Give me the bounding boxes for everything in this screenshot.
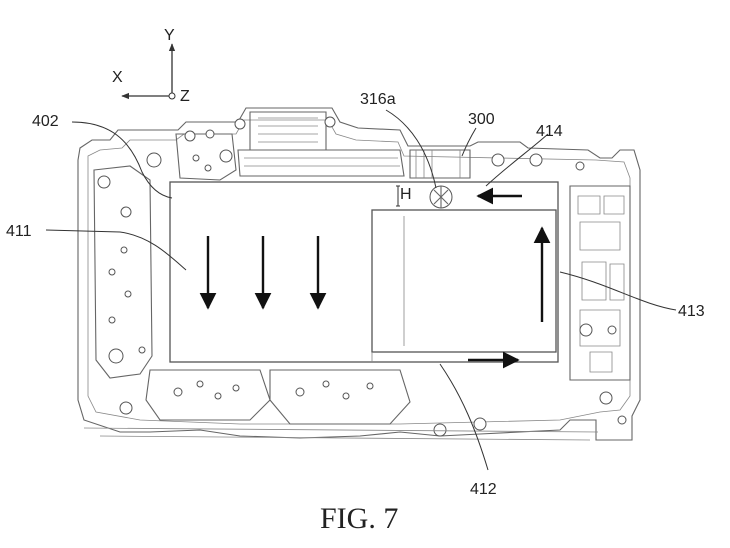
bottom-left-plate (145, 369, 271, 421)
z-axis-label: Z (180, 88, 190, 105)
label-300: 300 (468, 111, 495, 128)
right-board-hole-2 (607, 325, 617, 335)
right-board-hole-1 (579, 323, 593, 337)
housing-hole-3 (575, 161, 585, 171)
y-axis-label: Y (164, 27, 175, 44)
leader-413 (559, 271, 677, 311)
hinge-hole-right (324, 116, 336, 128)
right-board (569, 185, 631, 381)
label-414: 414 (536, 123, 563, 140)
left-strap-plate (93, 165, 153, 379)
leader-414 (485, 133, 549, 187)
flow-arrows (199, 187, 551, 369)
leader-300 (461, 127, 477, 157)
leader-lines (45, 109, 677, 471)
leader-316a (385, 109, 437, 189)
label-402: 402 (32, 113, 59, 130)
top-center-plate-lines (244, 157, 400, 167)
label-316a: 316a (360, 91, 396, 108)
z-axis-symbol (168, 92, 176, 100)
fan-316a-blades (433, 186, 449, 208)
label-413: 413 (678, 303, 705, 320)
h-dimension-line (396, 185, 400, 207)
duct-413-frame (371, 209, 557, 353)
top-right-housing-ribs (415, 150, 461, 178)
label-412: 412 (470, 481, 497, 498)
x-axis-label: X (112, 69, 123, 86)
top-left-bracket (175, 133, 237, 181)
leader-402 (71, 121, 173, 199)
top-center-hinge-ribs (258, 117, 318, 143)
top-left-bracket-holes (184, 129, 233, 172)
top-right-housing (409, 149, 471, 179)
left-strap-holes (97, 152, 162, 364)
bottom-holes (119, 380, 627, 437)
bottom-center-plate (269, 369, 411, 425)
leader-412 (439, 363, 489, 471)
bottom-lower-edge (83, 427, 599, 441)
top-center-plate (237, 149, 405, 177)
body-outline (77, 107, 641, 441)
housing-hole-1 (491, 153, 505, 167)
figure-caption: FIG. 7 (320, 502, 398, 535)
housing-hole-2 (529, 153, 543, 167)
h-marker: H (400, 186, 412, 203)
right-board-components (577, 195, 625, 373)
coordinate-axes: Y X Z (112, 27, 190, 105)
label-411: 411 (6, 223, 32, 240)
hinge-hole-left (234, 118, 246, 130)
duct-413-inner-edge (371, 216, 405, 362)
leader-411 (45, 229, 187, 271)
